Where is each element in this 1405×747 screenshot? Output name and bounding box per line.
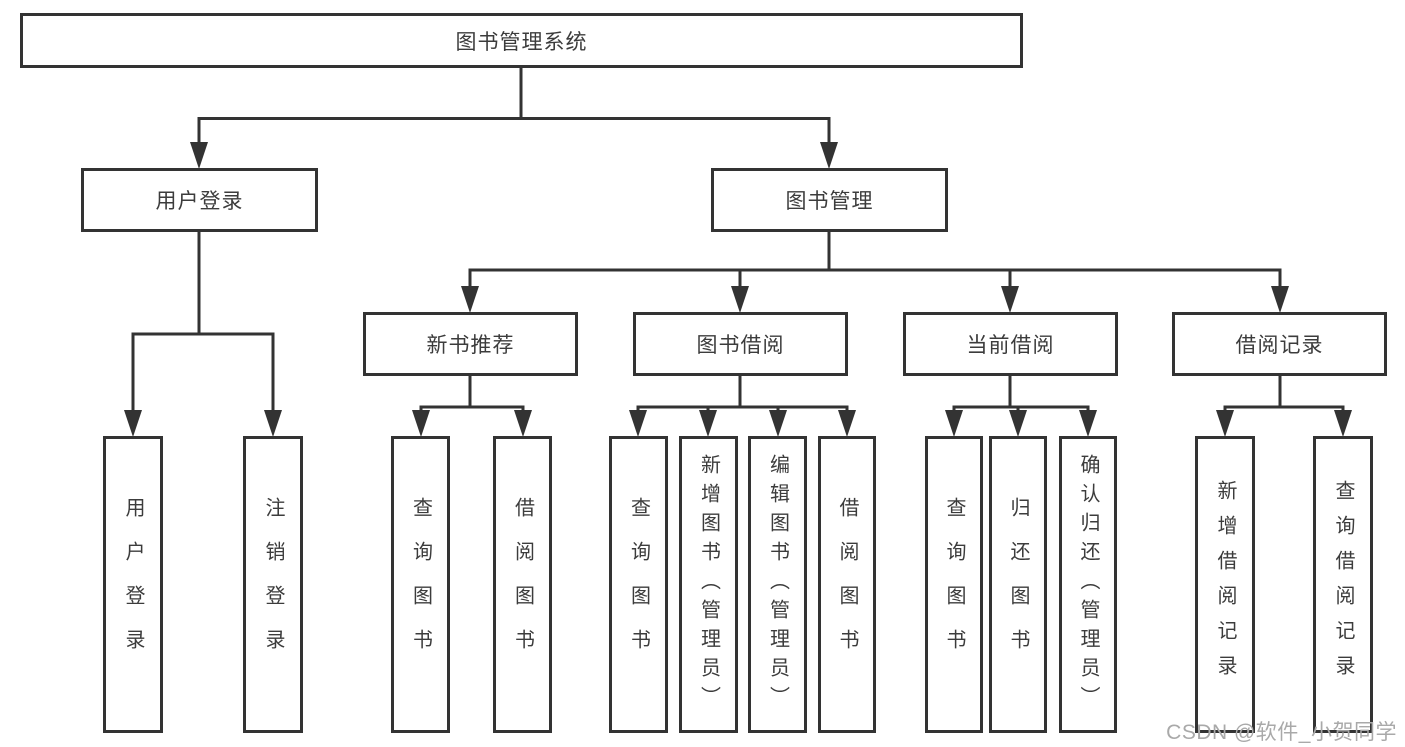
node-user-login: 用户登录 xyxy=(81,168,318,232)
leaf-query-books-recommend: 查询图书 xyxy=(391,436,450,733)
node-label: 新书推荐 xyxy=(426,334,515,357)
leaf-add-borrow-record: 新增借阅记录 xyxy=(1195,436,1255,733)
node-label: 图书管理系统 xyxy=(455,30,588,54)
node-book-management: 图书管理 xyxy=(711,168,948,232)
node-label: 借阅记录 xyxy=(1235,334,1324,357)
leaf-add-books-admin: 新增图书（管理员） xyxy=(679,436,738,733)
leaf-label: 查询图书 xyxy=(409,496,432,673)
leaf-return-books: 归还图书 xyxy=(989,436,1047,733)
node-library-management-system: 图书管理系统 xyxy=(20,13,1023,68)
node-label: 图书借阅 xyxy=(696,334,785,357)
leaf-label: 用户登录 xyxy=(122,496,144,673)
leaf-confirm-return-admin: 确认归还（管理员） xyxy=(1059,436,1117,733)
leaf-query-books-borrowing: 查询图书 xyxy=(609,436,668,733)
leaf-user-login: 用户登录 xyxy=(103,436,163,733)
node-label: 图书管理 xyxy=(785,190,874,213)
leaf-label: 编辑图书（管理员） xyxy=(766,454,789,715)
leaf-label: 查询借阅记录 xyxy=(1332,479,1354,690)
leaf-query-borrow-record: 查询借阅记录 xyxy=(1313,436,1373,733)
leaf-label: 借阅图书 xyxy=(511,496,534,673)
leaf-label: 借阅图书 xyxy=(836,496,858,673)
leaf-edit-books-admin: 编辑图书（管理员） xyxy=(748,436,807,733)
node-book-borrowing: 图书借阅 xyxy=(633,312,848,376)
leaf-label: 新增图书（管理员） xyxy=(697,454,720,715)
leaf-label: 确认归还（管理员） xyxy=(1077,454,1099,715)
node-current-borrowing: 当前借阅 xyxy=(903,312,1118,376)
node-borrowing-records: 借阅记录 xyxy=(1172,312,1387,376)
leaf-borrow-books-recommend: 借阅图书 xyxy=(493,436,552,733)
leaf-borrow-books: 借阅图书 xyxy=(818,436,876,733)
leaf-label: 新增借阅记录 xyxy=(1214,479,1236,690)
leaf-logout: 注销登录 xyxy=(243,436,303,733)
leaf-label: 查询图书 xyxy=(627,496,650,673)
leaf-label: 注销登录 xyxy=(262,496,284,673)
node-label: 用户登录 xyxy=(155,190,244,213)
leaf-label: 归还图书 xyxy=(1007,496,1029,673)
node-label: 当前借阅 xyxy=(966,334,1055,357)
node-new-book-recommend: 新书推荐 xyxy=(363,312,578,376)
csdn-watermark: CSDN @软件_小贺同学 xyxy=(1166,721,1397,744)
leaf-label: 查询图书 xyxy=(943,496,965,673)
leaf-query-books-current: 查询图书 xyxy=(925,436,983,733)
